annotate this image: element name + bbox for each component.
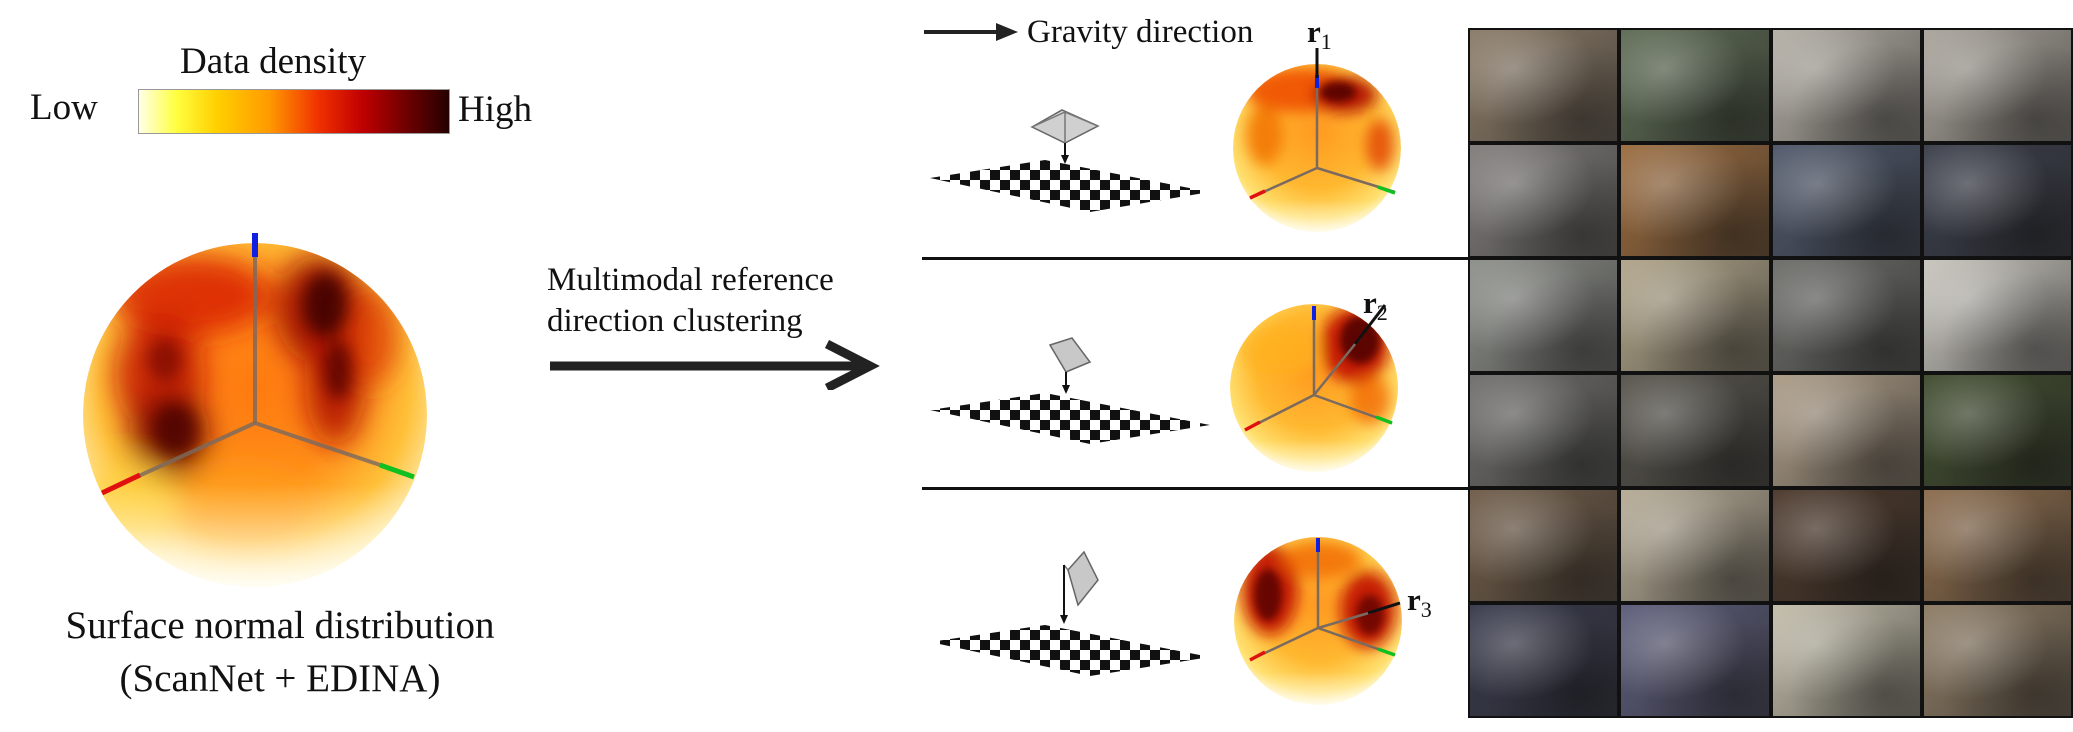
density-sphere xyxy=(83,233,427,587)
cluster-label-r1: r1 xyxy=(1307,14,1332,55)
colorbar-high-label: High xyxy=(458,89,532,130)
colorbar-low-label: Low xyxy=(30,87,98,128)
egocentric-image-thumbnail xyxy=(1619,373,1771,488)
checkerboard-plane-3 xyxy=(930,625,1210,676)
cluster-sphere-3 xyxy=(1234,537,1402,705)
egocentric-image-thumbnail xyxy=(1921,373,2073,488)
arrow-caption-line2: direction clustering xyxy=(547,303,803,339)
checkerboard-plane-1 xyxy=(930,160,1210,212)
egocentric-image-thumbnail xyxy=(1770,28,1922,143)
egocentric-image-thumbnail xyxy=(1921,28,2073,143)
cluster-label-r2: r2 xyxy=(1363,285,1388,326)
image-thumbnail-grid xyxy=(1468,28,2073,718)
sphere-caption-line1: Surface normal distribution xyxy=(65,604,495,647)
camera-frustum-3 xyxy=(1060,550,1099,624)
egocentric-image-thumbnail xyxy=(1619,488,1771,603)
gravity-arrow-icon xyxy=(924,23,1018,41)
egocentric-image-thumbnail xyxy=(1921,603,2073,718)
cluster-diagrams xyxy=(930,48,1402,705)
egocentric-image-thumbnail xyxy=(1619,603,1771,718)
density-colorbar xyxy=(138,89,450,134)
egocentric-image-thumbnail xyxy=(1770,488,1922,603)
colorbar-title: Data density xyxy=(180,41,366,82)
egocentric-image-thumbnail xyxy=(1468,373,1620,488)
egocentric-image-thumbnail xyxy=(1770,373,1922,488)
arrow-caption-line1: Multimodal reference xyxy=(547,262,834,298)
clustering-arrow xyxy=(550,340,880,390)
gravity-direction-label: Gravity direction xyxy=(1027,14,1254,50)
cluster-label-r3: r3 xyxy=(1407,582,1432,623)
checkerboard-plane-2 xyxy=(930,393,1210,444)
egocentric-image-thumbnail xyxy=(1468,488,1620,603)
egocentric-image-thumbnail xyxy=(1468,258,1620,373)
egocentric-image-thumbnail xyxy=(1921,143,2073,258)
egocentric-image-thumbnail xyxy=(1770,143,1922,258)
camera-frustum-1 xyxy=(1030,109,1100,164)
cluster-sphere-2 xyxy=(1230,304,1398,472)
egocentric-image-thumbnail xyxy=(1619,143,1771,258)
egocentric-image-thumbnail xyxy=(1468,143,1620,258)
egocentric-image-thumbnail xyxy=(1921,488,2073,603)
egocentric-image-thumbnail xyxy=(1619,258,1771,373)
egocentric-image-thumbnail xyxy=(1468,28,1620,143)
egocentric-image-thumbnail xyxy=(1468,603,1620,718)
sphere-caption-line2: (ScanNet + EDINA) xyxy=(119,657,441,700)
camera-frustum-2 xyxy=(1048,337,1092,394)
cluster-sphere-1 xyxy=(1233,48,1401,232)
egocentric-image-thumbnail xyxy=(1770,603,1922,718)
egocentric-image-thumbnail xyxy=(1770,258,1922,373)
egocentric-image-thumbnail xyxy=(1619,28,1771,143)
egocentric-image-thumbnail xyxy=(1921,258,2073,373)
